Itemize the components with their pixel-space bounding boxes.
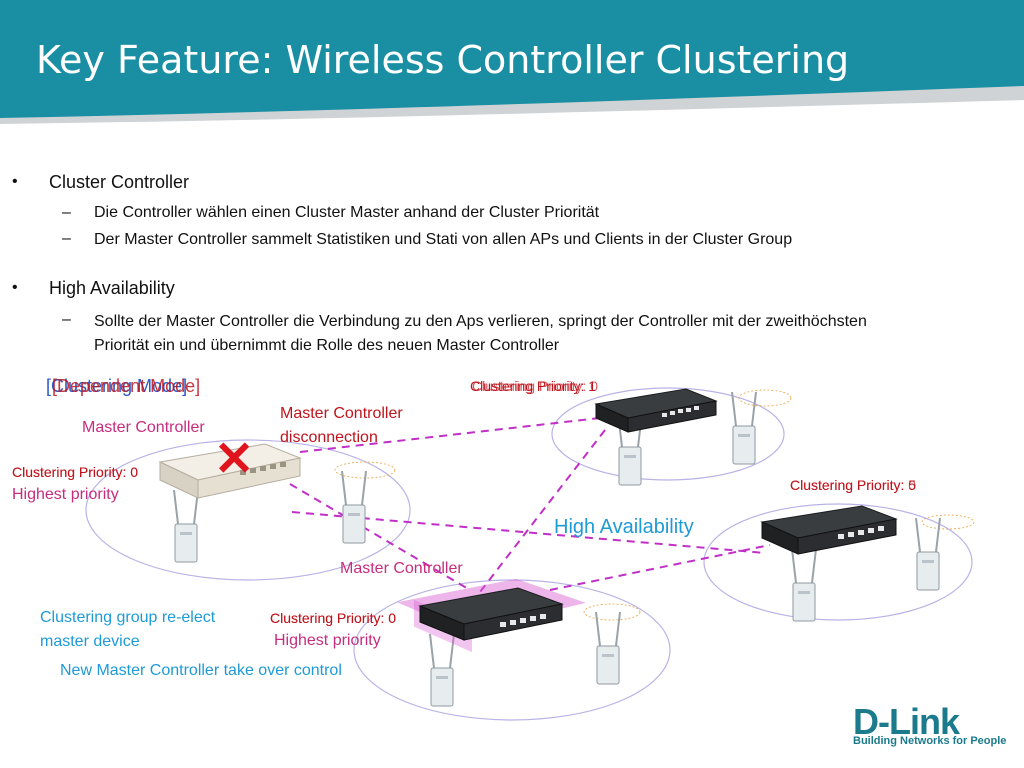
link-left-to-bottom bbox=[289, 483, 471, 591]
mode-label-clustering: [Clustering Mode] bbox=[46, 376, 188, 396]
link-top-to-bottom bbox=[479, 429, 606, 593]
link-left-to-right bbox=[291, 511, 766, 554]
coverage-area-right bbox=[703, 503, 973, 621]
sub-2-1-marker: – bbox=[62, 311, 71, 328]
coverage-area-bottom bbox=[353, 579, 671, 721]
sub-1-2-marker: – bbox=[62, 230, 71, 247]
controller-bottom-new-master bbox=[397, 578, 586, 653]
access-point bbox=[341, 470, 367, 544]
high-availability-label: High Availability bbox=[554, 516, 694, 538]
dlink-tagline: Building Networks for People bbox=[853, 735, 1007, 747]
failure-x-icon: ✕ bbox=[214, 433, 255, 486]
sub-bullet-cluster-master: Die Controller wählen einen Cluster Mast… bbox=[94, 204, 600, 221]
controller-left-failed bbox=[158, 443, 302, 499]
controller-top bbox=[594, 388, 718, 433]
priority-top-a: Clustering Priority: 1 bbox=[470, 378, 597, 394]
new-master-label: New Master Controller take over control bbox=[60, 662, 342, 679]
priority-right-a: Clustering Priority: 5 bbox=[790, 477, 917, 493]
access-point bbox=[791, 548, 817, 622]
priority-bottom-a: Clustering Priority: 0 bbox=[270, 610, 397, 626]
clustering-diagram bbox=[85, 387, 975, 721]
sub-bullet-failover: Sollte der Master Controller die Verbind… bbox=[94, 313, 867, 354]
highest-priority-left: Highest priority bbox=[12, 486, 119, 503]
coverage-area-top bbox=[551, 387, 785, 481]
link-bottom-to-right bbox=[549, 544, 771, 591]
access-point bbox=[915, 517, 941, 591]
controller-right bbox=[760, 505, 898, 555]
access-point bbox=[595, 611, 621, 685]
disconnection-label: Master Controller disconnection bbox=[280, 405, 403, 446]
priority-left-a: Clustering Priority: 0 bbox=[12, 464, 139, 480]
sub-1-1-marker: – bbox=[62, 204, 71, 221]
mode-label-dependent: [Dependent Mode] bbox=[52, 376, 201, 396]
coverage-area-left bbox=[85, 439, 411, 581]
slide-title: Key Feature: Wireless Controller Cluster… bbox=[36, 38, 850, 82]
master-controller-bottom-label: Master Controller bbox=[340, 560, 463, 577]
reelect-label: Clustering group re-elect master device bbox=[40, 609, 216, 650]
access-point bbox=[429, 633, 455, 707]
bullet-2-marker: • bbox=[12, 279, 18, 296]
sub-bullet-master-stats: Der Master Controller sammelt Statistike… bbox=[94, 231, 793, 248]
dlink-logo: D-Link bbox=[853, 701, 960, 742]
priority-bottom-b: Clustering Priority: 0 bbox=[270, 610, 397, 626]
access-point bbox=[173, 489, 199, 563]
priority-top-b: Clustering Priority: 0 bbox=[472, 378, 599, 394]
priority-right-b: Clustering Priority: 0 bbox=[790, 477, 917, 493]
highest-priority-bottom: Highest priority bbox=[274, 632, 381, 649]
priority-left-b: Clustering Priority: 0 bbox=[12, 464, 139, 480]
master-controller-left-label: Master Controller bbox=[82, 419, 205, 436]
bullet-cluster-controller: Cluster Controller bbox=[49, 172, 190, 192]
bullet-high-availability: High Availability bbox=[49, 278, 175, 298]
bullet-1-marker: • bbox=[12, 173, 18, 190]
title-banner bbox=[0, 0, 1024, 130]
